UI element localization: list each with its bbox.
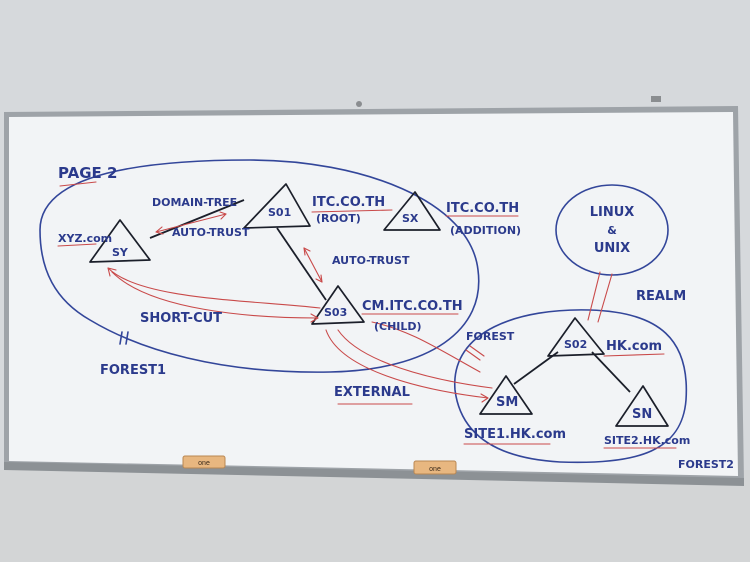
forest1-tick (119, 331, 129, 345)
xyz-underline (57, 243, 97, 247)
page-title: PAGE 2 (58, 164, 117, 182)
server-s01-label: S01 (268, 206, 291, 219)
server-sy-triangle (89, 219, 151, 263)
label-auto-trust-2: AUTO-TRUST (332, 254, 410, 267)
domain-xyz: XYZ.com (58, 232, 112, 245)
domain-site1: SITE1.HK.com (464, 427, 566, 442)
trust-realm (587, 271, 613, 323)
domain-itc-addition-note: (ADDITION) (450, 224, 521, 237)
hook-left (356, 101, 362, 107)
hook-right (651, 96, 661, 102)
server-s02-label: S02 (564, 338, 587, 351)
trust-domain-tree (155, 211, 227, 235)
link-sy-s01 (149, 199, 245, 239)
eraser-left[interactable]: one (182, 455, 226, 469)
server-sn-triangle (615, 385, 669, 427)
label-forest1: FOREST1 (100, 363, 166, 378)
eraser-right[interactable]: one (413, 460, 457, 475)
domain-cm: CM.ITC.CO.TH (362, 299, 463, 314)
trust-external (325, 329, 493, 403)
domain-site2: SITE2.HK.com (604, 434, 690, 447)
server-sx-triangle (383, 191, 441, 231)
label-auto-trust-1: AUTO-TRUST (172, 226, 250, 239)
link-s02-sm (513, 351, 559, 385)
server-sx-label: SX (402, 212, 419, 225)
server-s02-triangle (547, 317, 605, 357)
link-s01-s03 (276, 227, 327, 301)
eraser-left-label: one (198, 460, 210, 467)
label-realm: REALM (636, 289, 686, 304)
server-s01-triangle (243, 183, 311, 229)
server-s03-label: S03 (324, 306, 347, 319)
domain-itc-root: (ROOT) (316, 212, 361, 225)
eraser-right-label: one (429, 466, 441, 473)
label-external: EXTERNAL (334, 385, 410, 400)
forest2-boundary (454, 309, 688, 464)
label-forest: FOREST (466, 330, 515, 343)
forest1-boundary (39, 159, 480, 373)
label-forest2: FOREST2 (678, 458, 734, 471)
domain-cm-note: (CHILD) (374, 320, 422, 333)
server-sm-triangle (479, 375, 533, 415)
hk-underline (603, 353, 665, 357)
linux-label: LINUX (590, 205, 635, 220)
server-sm-label: SM (496, 395, 518, 410)
domain-hk: HK.com (606, 339, 662, 354)
unix-label: UNIX (594, 241, 630, 256)
server-sn-label: SN (632, 407, 652, 422)
trust-forest (371, 321, 485, 373)
label-domain-tree: DOMAIN-TREE (152, 196, 237, 209)
server-sy-label: SY (112, 246, 129, 259)
link-s02-sn (591, 351, 631, 393)
wall-lower (0, 470, 750, 562)
server-s03-triangle (311, 285, 365, 325)
linux-amp: & (607, 224, 617, 237)
trust-s01-s03 (303, 247, 323, 283)
board-surface (9, 112, 738, 476)
trust-shortcut (107, 267, 321, 323)
itc-underline (311, 209, 393, 213)
domain-itc: ITC.CO.TH (312, 195, 385, 210)
label-short-cut: SHORT-CUT (140, 311, 222, 326)
domain-itc-addition: ITC.CO.TH (446, 201, 519, 216)
title-underline (59, 181, 97, 187)
